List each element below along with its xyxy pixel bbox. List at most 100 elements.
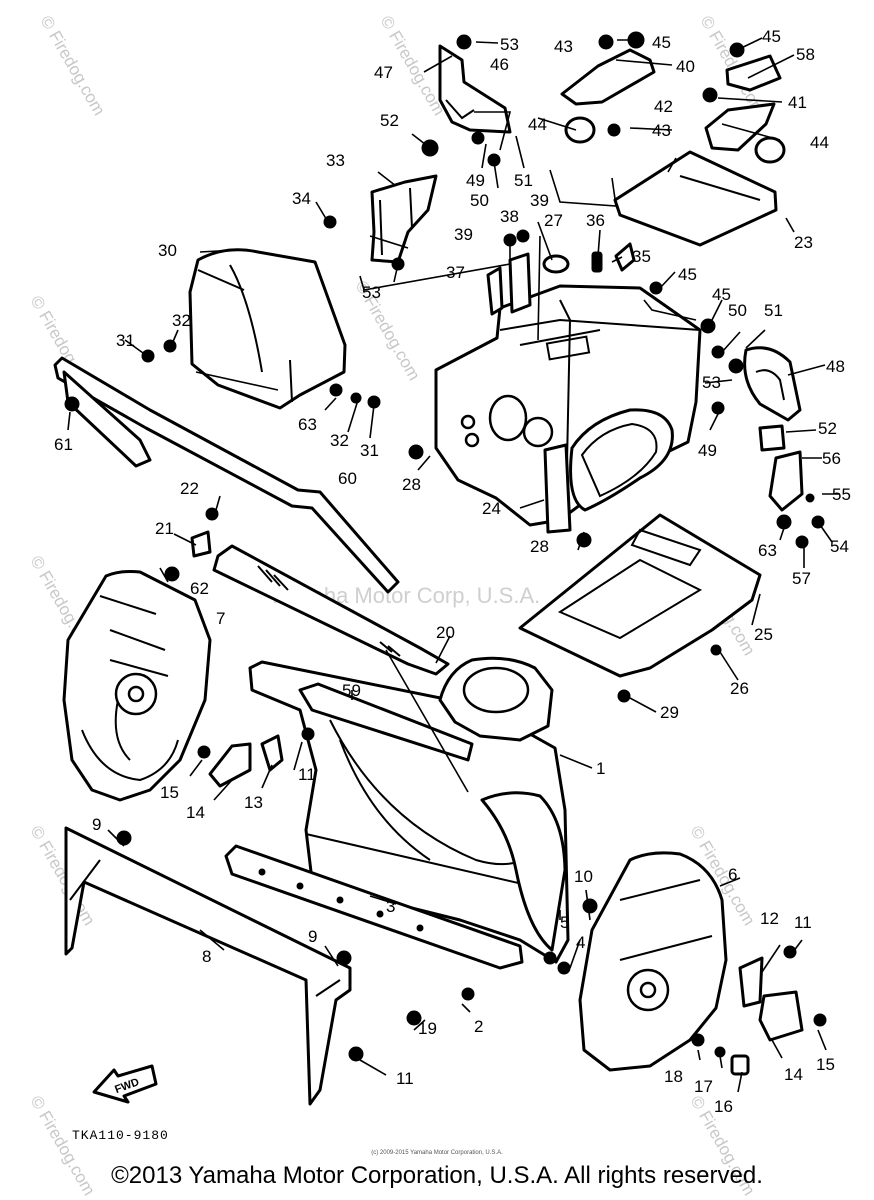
callout-55: 55 [832,485,851,504]
top-plate-23 [613,150,778,247]
callout-60: 60 [338,469,357,488]
callout-14: 14 [784,1065,803,1084]
callout-4: 4 [576,933,585,952]
bolt-36 [591,251,603,273]
callout-44: 44 [528,115,547,134]
source-note: (c) 2009-2015 Yamaha Motor Corporation, … [371,1150,503,1156]
callout-47: 47 [374,63,393,82]
callout-22: 22 [180,479,199,498]
callout-51: 51 [514,171,533,190]
callout-20: 20 [436,623,455,642]
callout-45: 45 [762,27,781,46]
belt-cover [188,248,347,410]
callout-61: 61 [54,435,73,454]
callout-16: 16 [714,1097,733,1116]
callout-35: 35 [632,247,651,266]
fwd-arrow [92,1064,158,1104]
callout-59: 59 [342,681,361,700]
callout-62: 62 [190,579,209,598]
callout-31: 31 [116,331,135,350]
callout-57: 57 [792,569,811,588]
callout-14: 14 [186,803,205,822]
bracket-56 [768,450,804,512]
callout-49: 49 [698,441,717,460]
parts [53,31,827,1106]
callout-53: 53 [702,373,721,392]
bracket-12 [738,956,764,1008]
callout-45: 45 [712,285,731,304]
callout-numbers: 1 2 3 4 5 6 7 8 9 9 10 11 11 11 12 13 14… [54,27,851,1116]
callout-2: 2 [474,1017,483,1036]
callout-63: 63 [298,415,317,434]
callout-43: 43 [652,121,671,140]
bracket-48 [743,346,802,422]
bracket-58 [725,54,782,92]
callout-53: 53 [500,35,519,54]
callout-36: 36 [586,211,605,230]
callout-43: 43 [554,37,573,56]
callout-46: 46 [490,55,509,74]
callout-19: 19 [418,1019,437,1038]
bracket-13 [260,734,284,772]
callout-50: 50 [728,301,747,320]
callout-31: 31 [360,441,379,460]
callout-58: 58 [796,45,815,64]
callout-63: 63 [758,541,777,560]
bracket-41 [704,102,776,152]
callout-9: 9 [308,927,317,946]
callout-10: 10 [574,867,593,886]
callout-49: 49 [466,171,485,190]
callout-39: 39 [454,225,473,244]
bracket-14-left [208,742,252,788]
bushing-52 [758,424,786,452]
callout-15: 15 [160,783,179,802]
callout-6: 6 [728,865,737,884]
callout-33: 33 [326,151,345,170]
fasteners [64,31,827,1076]
callout-56: 56 [822,449,841,468]
callout-23: 23 [794,233,813,252]
bracket-35 [614,242,636,272]
callout-11: 11 [298,765,316,784]
callout-18: 18 [664,1067,683,1086]
side-plate-6 [578,851,728,1072]
callout-17: 17 [694,1077,713,1096]
callout-51: 51 [764,301,783,320]
callout-15: 15 [816,1055,835,1074]
auger-housing-1 [248,656,570,964]
callout-8: 8 [202,947,211,966]
scraper-bar-3 [224,844,524,970]
callout-54: 54 [830,537,849,556]
callout-52: 52 [380,111,399,130]
side-plate-7 [62,570,212,802]
cap-27 [542,254,570,274]
callout-42: 42 [654,97,673,116]
callout-9: 9 [92,815,101,834]
callout-12: 12 [760,909,779,928]
callout-27: 27 [544,211,563,230]
callout-21: 21 [155,519,174,538]
callout-28: 28 [402,475,421,494]
lower-frame-8 [64,826,352,1106]
callout-53: 53 [362,283,381,302]
strut-60 [53,356,400,594]
bracket-40 [560,48,656,106]
callout-32: 32 [330,431,349,450]
callout-44: 44 [810,133,829,152]
bracket-37-38 [486,252,532,316]
callout-40: 40 [676,57,695,76]
auger-shaft-20 [212,544,450,676]
shaft-bracket [438,44,512,134]
callout-7: 7 [216,609,225,628]
callout-24: 24 [482,499,501,518]
callout-28: 28 [530,537,549,556]
callout-34: 34 [292,189,311,208]
callout-3: 3 [386,897,395,916]
callout-52: 52 [818,419,837,438]
callout-45: 45 [678,265,697,284]
callout-37: 37 [446,263,465,282]
callout-45: 45 [652,33,671,52]
callout-50: 50 [470,191,489,210]
bar-59 [298,682,474,762]
